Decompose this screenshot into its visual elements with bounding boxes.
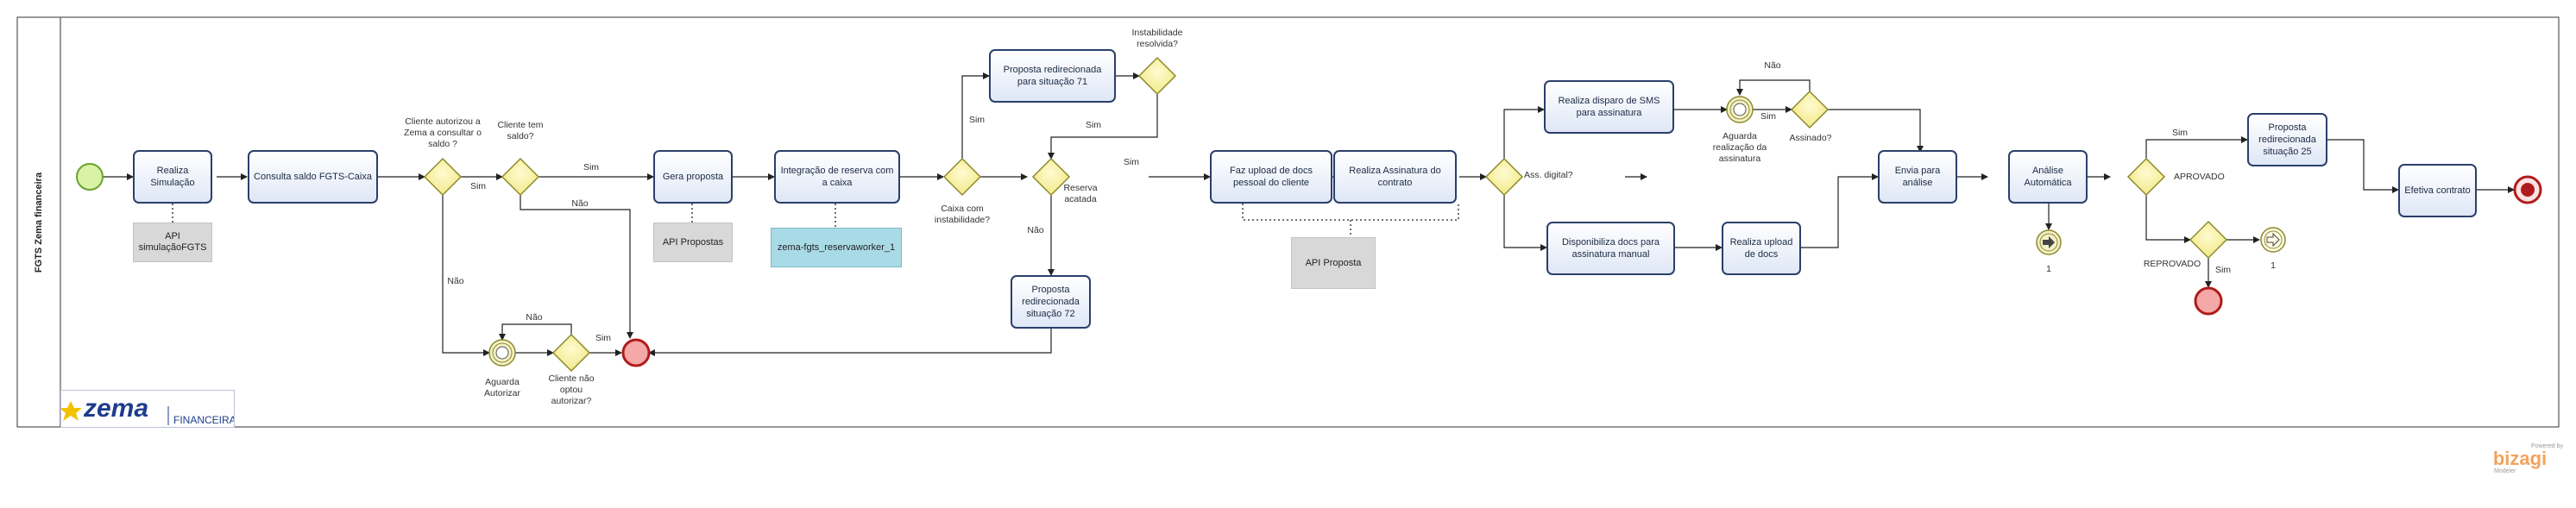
flow-label-sim: Sim <box>1085 120 1102 130</box>
gateway-resolvida[interactable] <box>1137 56 1177 96</box>
flow <box>1828 109 1924 153</box>
task-realiza-simulacao[interactable]: Realiza Simulação <box>133 150 212 204</box>
task-docs-assinatura-manual[interactable]: Disponibiliza docs para assinatura manua… <box>1546 222 1675 275</box>
task-disparo-sms[interactable]: Realiza disparo de SMS para assinatura <box>1544 80 1674 134</box>
artifact-api-propostas[interactable]: API Propostas <box>653 223 733 262</box>
task-gera-proposta[interactable]: Gera proposta <box>653 150 733 204</box>
flow <box>2145 195 2191 243</box>
flow <box>961 72 990 159</box>
label-link-1-a: 1 <box>2046 264 2051 274</box>
flow-label-nao: Não <box>447 276 464 286</box>
pool <box>16 16 2560 428</box>
bizagi-watermark: Powered by bizagi Modeler <box>2477 443 2563 480</box>
watermark-name: bizagi <box>2492 448 2548 469</box>
task-upload-docs-pessoal[interactable]: Faz upload de docs pessoal do cliente <box>1210 150 1332 204</box>
flow <box>2327 139 2399 193</box>
label-gateway-ass-digital: Ass. digital? <box>1524 170 1573 180</box>
flow-label-sim: Sim <box>2214 265 2232 275</box>
flow <box>1503 195 1547 251</box>
gateway-ass-digital[interactable] <box>1484 157 1524 197</box>
task-realiza-assinatura[interactable]: Realiza Assinatura do contrato <box>1333 150 1457 204</box>
label-link-1-b: 1 <box>2271 260 2276 271</box>
label-gateway-reprovado: REPROVADO <box>2143 259 2201 269</box>
label-gateway-nao-optou: Cliente não optou autorizar? <box>548 373 595 406</box>
flow-label-nao: Não <box>1764 60 1781 71</box>
watermark-powered: Powered by <box>2531 443 2563 449</box>
task-situacao-25[interactable]: Proposta redirecionada situação 25 <box>2247 113 2327 166</box>
flow <box>520 195 633 339</box>
label-gateway-aprovado: APROVADO <box>2174 172 2225 182</box>
task-consulta-saldo[interactable]: Consulta saldo FGTS-Caixa <box>248 150 378 204</box>
task-analise-automatica[interactable]: Análise Automática <box>2008 150 2088 204</box>
label-gateway-autorizou: Cliente autorizou a Zema a consultar o s… <box>404 116 482 149</box>
logo-brand: zema <box>83 394 148 423</box>
logo-sub: FINANCEIRA <box>173 414 234 426</box>
flow <box>648 329 1052 356</box>
label-aguarda-assinatura: Aguarda realização da assinatura <box>1712 131 1767 164</box>
flow-label-sim: Sim <box>583 162 600 172</box>
timer-event-aguarda-assinatura[interactable] <box>1726 96 1754 123</box>
label-gateway-resolvida: Instabilidade resolvida? <box>1131 28 1183 49</box>
flow <box>1736 79 1811 96</box>
gateway-instabilidade[interactable] <box>942 157 982 197</box>
timer-event-aguarda-autorizar[interactable] <box>488 339 516 367</box>
flow <box>1048 94 1158 160</box>
label-gateway-assinado: Assinado? <box>1789 133 1832 143</box>
watermark-product: Modeler <box>2494 468 2516 474</box>
flow <box>1796 173 1879 248</box>
pool-title: FGTS Zema financeira <box>34 172 44 273</box>
label-aguarda-autorizar: Aguarda Autorizar <box>483 377 520 398</box>
zema-logo: zema FINANCEIRA <box>60 390 236 428</box>
flow <box>2145 136 2248 159</box>
gateway-aprovado[interactable] <box>2126 157 2166 197</box>
link-event-1-a[interactable] <box>2036 229 2062 255</box>
gateway-reserva-acatada[interactable] <box>1031 157 1071 197</box>
zema-logo-mark: zema FINANCEIRA <box>60 394 236 426</box>
flow-label-sim: Sim <box>1760 111 1777 122</box>
end-event-reprovado[interactable] <box>2194 286 2223 316</box>
artifact-api-proposta[interactable]: API Proposta <box>1291 237 1376 289</box>
task-efetiva-contrato[interactable]: Efetiva contrato <box>2398 164 2477 217</box>
flow-label-nao: Não <box>1027 225 1044 235</box>
gateway-assinado[interactable] <box>1790 90 1830 129</box>
gateway-reprovado[interactable] <box>2189 220 2228 260</box>
task-integracao-reserva[interactable]: Integração de reserva com a caixa <box>774 150 900 204</box>
artifact-api-simulacao[interactable]: API simulaçãoFGTS <box>133 223 212 262</box>
gateway-tem-saldo[interactable] <box>501 157 540 197</box>
flow-label-sim: Sim <box>968 115 986 125</box>
gateway-autorizou[interactable] <box>423 157 463 197</box>
artifact-reservaworker[interactable]: zema-fgts_reservaworker_1 <box>771 228 902 267</box>
flow <box>499 323 572 341</box>
task-realiza-upload-docs[interactable]: Realiza upload de docs <box>1722 222 1801 275</box>
flow-label-sim: Sim <box>1123 157 1140 167</box>
flow-label-nao: Não <box>526 312 543 323</box>
start-event[interactable] <box>76 163 104 191</box>
pool-label: FGTS Zema financeira <box>17 17 60 427</box>
label-gateway-instabilidade: Caixa com instabilidade? <box>934 204 991 225</box>
end-event-rejected[interactable] <box>621 338 651 367</box>
flow-label-nao: Não <box>571 198 589 209</box>
task-situacao-72[interactable]: Proposta redirecionada situação 72 <box>1011 275 1091 329</box>
task-situacao-71[interactable]: Proposta redirecionada para situação 71 <box>989 49 1116 103</box>
end-event-final[interactable] <box>2513 175 2542 204</box>
flow <box>442 195 490 356</box>
flow-label-sim: Sim <box>469 181 487 191</box>
label-gateway-tem-saldo: Cliente tem saldo? <box>497 120 544 141</box>
gateway-nao-optou[interactable] <box>551 333 591 373</box>
label-gateway-reserva-acatada: Reserva acatada <box>1063 183 1098 204</box>
flow <box>1503 106 1545 159</box>
link-event-1-b[interactable] <box>2260 227 2286 253</box>
flow-label-sim: Sim <box>2171 128 2189 138</box>
flow-label-sim: Sim <box>595 333 612 343</box>
task-envia-analise[interactable]: Envia para análise <box>1878 150 1957 204</box>
